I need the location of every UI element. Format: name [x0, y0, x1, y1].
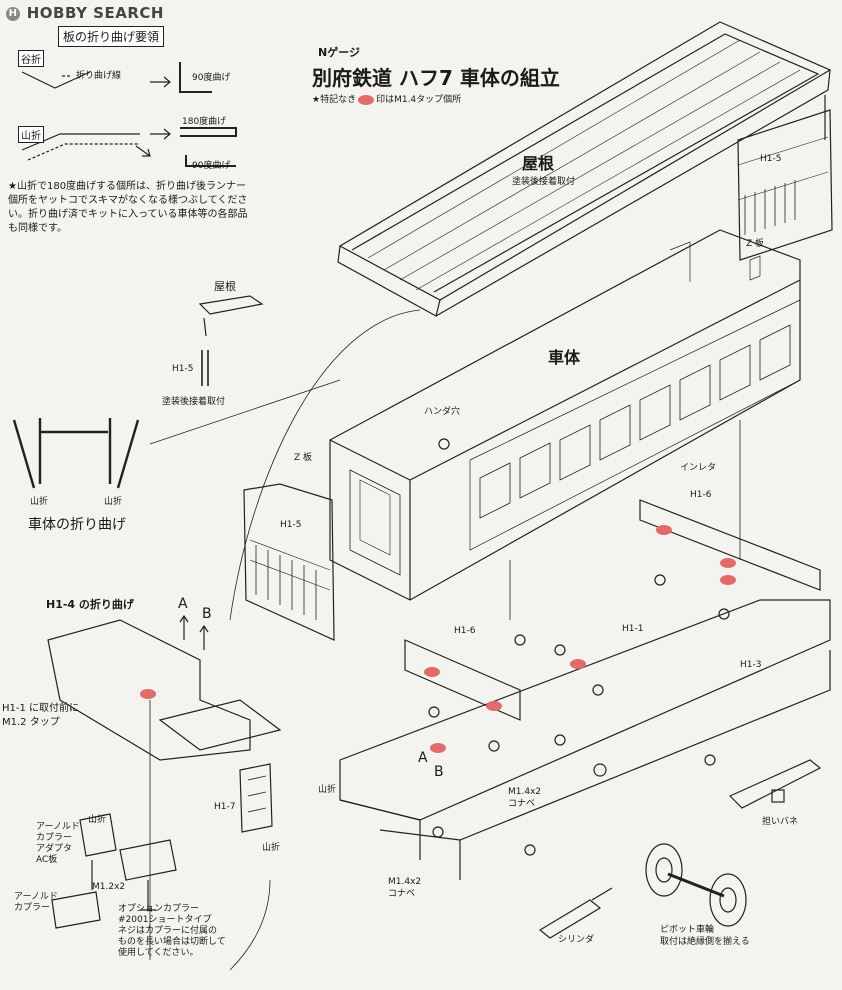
fold-mountain-1: 山折 [30, 497, 49, 507]
spring-block [771, 789, 785, 803]
red-dot-icon [358, 94, 375, 105]
label-a2: A [418, 750, 428, 766]
cylinder-label: シリンダ [558, 935, 595, 945]
label-b2: B [434, 764, 444, 780]
h15-top-label: H1-5 [760, 154, 782, 164]
label-a: A [178, 596, 188, 612]
roof-label: 屋根 [522, 154, 555, 173]
mountain-fold-label-2: 山折 [262, 843, 281, 853]
logo-text: HOBBY SEARCH [26, 4, 164, 22]
solder-hole-label: ハンダ穴 [424, 407, 461, 417]
cylinder-part [538, 887, 613, 939]
paint-glue-label: 塗装後接着取付 [162, 397, 226, 407]
m14-screw-a: M1.4x2 コナベ [508, 787, 542, 809]
coupler-parts [51, 813, 177, 929]
tap-marks [140, 525, 736, 753]
h16-right-label: H1-6 [690, 490, 712, 500]
leader-line [149, 379, 341, 445]
tap-note-post: 印はM1.4タップ個所 [376, 95, 462, 105]
bolster-spring-label: 担いバネ [762, 817, 799, 827]
label-b: B [202, 606, 212, 622]
h11-label: H1-1 [622, 624, 644, 634]
wheelset [645, 843, 747, 927]
z-plate-left-label: Z 板 [294, 453, 313, 463]
bend-line-label: 折り曲げ線 [76, 71, 122, 81]
bending-note: ★山折で180度曲げする個所は、折り曲げ後ランナー個所をヤットコでスキマがなくな… [8, 181, 248, 234]
z-plate-right-label: Z 板 [746, 239, 765, 249]
h16-left-label: H1-6 [454, 626, 476, 636]
h15-small-label: H1-5 [172, 364, 194, 374]
inlet-label: インレタ [680, 463, 717, 473]
h13-label: H1-3 [740, 660, 762, 670]
roof-small-label: 屋根 [214, 280, 236, 293]
fold-tag-small: 山折 [88, 815, 107, 825]
leader-curve [229, 309, 421, 621]
bolster-spring-part [728, 759, 822, 809]
mountain-fold-label: 山折 [318, 785, 337, 795]
floor-assembly [339, 499, 831, 880]
tap-note: ★特記なき 印はM1.4タップ個所 [312, 92, 461, 105]
body-fold-sketch [12, 418, 140, 489]
end-panel-right [737, 95, 833, 261]
end-panel-left [243, 483, 335, 641]
logo-mark: H [6, 6, 20, 21]
h11-pre-tap-note: H1-1 に取付前に M1.2 タップ [2, 703, 80, 728]
car-body-box [329, 229, 801, 601]
option-coupler-note: オプションカプラー #2001ショートタイプ ネジはカプラーに付属の ものを長い… [118, 904, 226, 958]
tap-note-pre: ★特記なき [312, 95, 357, 105]
body-label: 車体 [548, 348, 581, 367]
h14-fold-sketch [47, 614, 282, 761]
m12-screw: M1.2x2 [92, 882, 126, 892]
page-title: 別府鉄道 ハフ7 車体の組立 [312, 66, 560, 90]
leader-curve-2 [229, 879, 271, 971]
gauge-label: Nゲージ [318, 46, 360, 59]
h14-title: H1-4 の折り曲げ [46, 598, 134, 611]
mountain-fold-tag: 山折 [18, 126, 44, 143]
bending-header: 板の折り曲げ要領 [58, 26, 165, 47]
bend-guide-sketch [21, 62, 237, 167]
pivot-wheel-label: ピボット車輪 取付は絶縁側を揃える [660, 925, 750, 947]
arnold-adapter-label: アーノルド カプラー アダプタ AC板 [36, 822, 80, 865]
h17-label: H1-7 [214, 802, 236, 812]
small-roof-part [198, 295, 264, 386]
h15-left-label: H1-5 [280, 520, 302, 530]
bend-90-label: 90度曲げ [192, 73, 231, 83]
roof-note: 塗装後接着取付 [512, 177, 576, 187]
h17-step [239, 763, 273, 833]
m14-screw-b: M1.4x2 コナベ [388, 877, 422, 899]
roof-drawing [337, 21, 832, 317]
body-fold-title: 車体の折り曲げ [28, 517, 126, 533]
bend-90b-label: 90度曲げ [192, 161, 231, 171]
logo: H HOBBY SEARCH [6, 4, 164, 22]
arnold-coupler-label: アーノルド カプラー [14, 892, 58, 913]
valley-fold-tag: 谷折 [18, 50, 44, 67]
bend-180-label: 180度曲げ [182, 117, 227, 127]
fold-mountain-2: 山折 [104, 497, 123, 507]
